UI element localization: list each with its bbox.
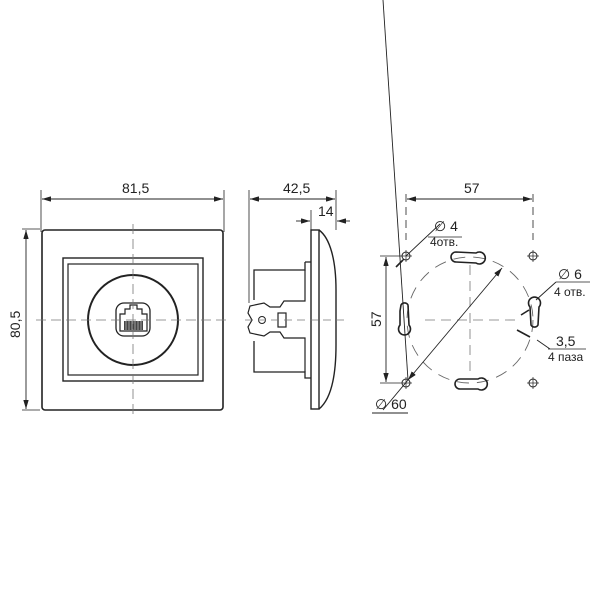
mounting-circle [406,256,534,384]
small-hole-dia-label: ∅ 4 [434,218,458,234]
front-view [22,190,230,416]
large-hole-count-label: 4 отв. [554,285,586,299]
front-height-label: 80,5 [7,311,23,338]
small-hole-count-label: 4отв. [430,235,458,249]
mount-v-spacing-label: 57 [368,311,384,327]
keyhole-slot-icon [397,251,542,391]
small-hole-icon [400,250,539,389]
mount-diameter-label: ∅ 60 [375,396,407,412]
mounting-view [372,0,590,414]
mount-h-spacing-label: 57 [464,180,480,196]
side-protrusion-label: 14 [318,203,334,219]
side-depth-label: 42,5 [283,180,310,196]
slot-count-label: 4 паза [548,350,584,364]
slot-width-label: 3,5 [556,333,576,349]
front-width-label: 81,5 [122,180,149,196]
side-view [245,190,350,410]
diameter-line [407,267,503,381]
large-hole-dia-label: ∅ 6 [558,266,582,282]
frame-plate [310,229,320,410]
